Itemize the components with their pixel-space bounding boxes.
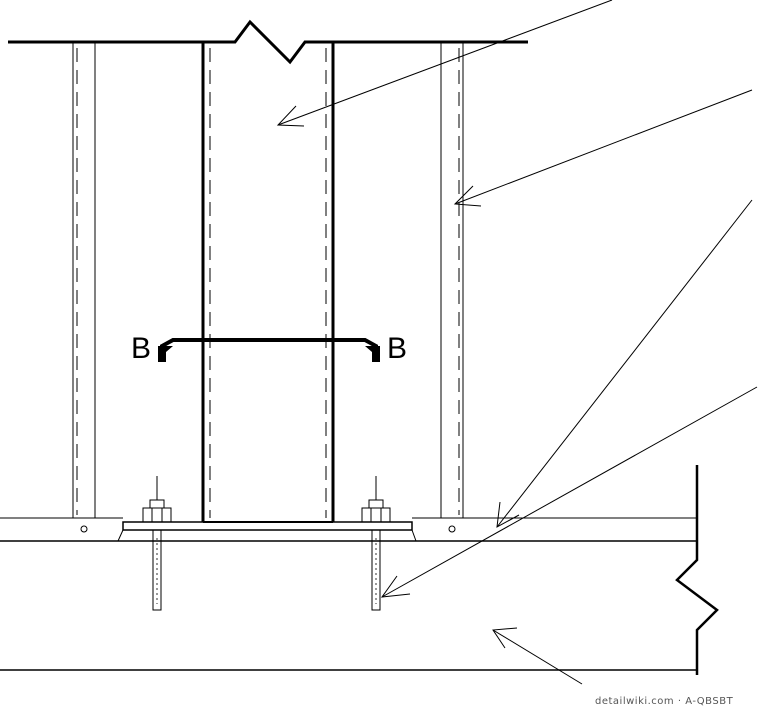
slab-break-line [675, 465, 719, 675]
anchor-bolt-right [361, 476, 391, 611]
section-label-left: B [131, 332, 151, 365]
anchor-bolt-left [142, 476, 172, 611]
leader-stud [453, 89, 753, 207]
leader-column [276, 0, 613, 127]
base-plate [117, 521, 417, 542]
leader-anchor-bolt [380, 386, 758, 598]
section-cut-marker [158, 338, 380, 362]
right-wall-stud [440, 42, 464, 518]
leader-track [496, 199, 753, 528]
concrete-slab [0, 465, 719, 675]
top-break-line [8, 19, 528, 65]
left-wall-stud [72, 42, 96, 518]
steel-column [201, 42, 335, 523]
leader-lines [276, 0, 758, 685]
section-label-right: B [387, 332, 407, 365]
credit-text: detailwiki.com · A-QBSBT [595, 696, 734, 707]
leader-slab [492, 627, 583, 685]
